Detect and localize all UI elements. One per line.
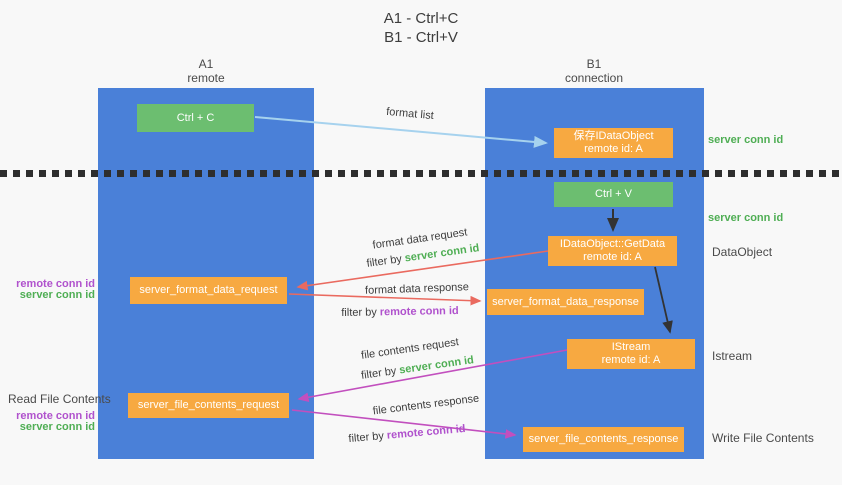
format-conn-id-pair: remote conn id server conn id — [0, 279, 95, 301]
getdata-line1: IDataObject::GetData — [559, 238, 666, 250]
ctrl-c-label: Ctrl + C — [176, 111, 215, 124]
format-response-filter-prefix: filter by — [341, 306, 380, 320]
server-format-data-request-box: server_format_data_request — [130, 277, 287, 304]
istream-line2: remote id: A — [601, 354, 661, 366]
file-server-conn-id: server conn id — [19, 421, 95, 433]
file-request-filter-value: server conn id — [398, 354, 475, 377]
server-format-data-response-box: server_format_data_response — [487, 289, 644, 315]
istream-box: IStream remote id: A — [567, 339, 695, 369]
title-line-2: B1 - Ctrl+V — [384, 29, 458, 46]
ctrl-c-box: Ctrl + C — [137, 104, 254, 132]
file-response-filter-value: remote conn id — [386, 422, 466, 442]
title-line-1: A1 - Ctrl+C — [383, 10, 459, 27]
ctrl-v-box: Ctrl + V — [554, 182, 673, 207]
copy-paste-divider-line — [0, 170, 842, 177]
left-column-id: A1 — [198, 57, 214, 71]
file-response-filter-prefix: filter by — [348, 429, 388, 446]
format-response-filter-value: remote conn id — [379, 304, 459, 319]
getdata-box: IDataObject::GetData remote id: A — [548, 236, 677, 266]
right-column-id: B1 — [586, 57, 602, 71]
left-column-header: A1 remote — [156, 57, 256, 85]
right-column-header: B1 connection — [544, 57, 644, 85]
save-idataobject-line2: remote id: A — [584, 143, 643, 155]
server-file-contents-response-box: server_file_contents_response — [523, 427, 684, 452]
format-list-label: format list — [385, 105, 435, 123]
save-idataobject-line1: 保存IDataObject — [573, 130, 654, 142]
file-response-filter-label: filter by remote conn id — [348, 423, 467, 445]
istream-side-label: Istream — [712, 349, 753, 363]
server-format-data-request-label: server_format_data_request — [139, 284, 278, 296]
save-idataobject-box: 保存IDataObject remote id: A — [554, 128, 673, 158]
server-format-data-response-label: server_format_data_response — [492, 295, 639, 308]
left-column-name: remote — [187, 71, 225, 85]
server-conn-id-label-mid: server conn id — [708, 212, 784, 224]
format-remote-conn-id: remote conn id — [16, 278, 95, 290]
write-file-contents-label: Write File Contents — [712, 431, 814, 445]
getdata-line2: remote id: A — [583, 251, 642, 263]
server-file-contents-request-label: server_file_contents_request — [137, 399, 280, 411]
format-request-filter-prefix: filter by — [365, 252, 406, 270]
file-remote-conn-id: remote conn id — [16, 410, 95, 422]
file-conn-id-pair: remote conn id server conn id — [0, 411, 95, 433]
server-conn-id-label-top: server conn id — [708, 134, 784, 146]
server-file-contents-request-box: server_file_contents_request — [128, 393, 289, 418]
format-server-conn-id: server conn id — [19, 289, 95, 301]
right-column-name: connection — [564, 71, 624, 85]
istream-line1: IStream — [611, 341, 651, 353]
dataobject-label: DataObject — [712, 245, 773, 259]
file-request-filter-prefix: filter by — [360, 364, 401, 382]
file-contents-response-label: file contents response — [372, 392, 480, 418]
server-file-contents-response-label: server_file_contents_response — [528, 433, 679, 445]
diagram-title: A1 - Ctrl+C B1 - Ctrl+V — [0, 9, 842, 47]
read-file-contents-label: Read File Contents — [8, 392, 111, 406]
format-data-response-label: format data response — [364, 281, 470, 297]
format-response-filter-label: filter by remote conn id — [341, 305, 459, 319]
ctrl-v-label: Ctrl + V — [595, 188, 632, 200]
